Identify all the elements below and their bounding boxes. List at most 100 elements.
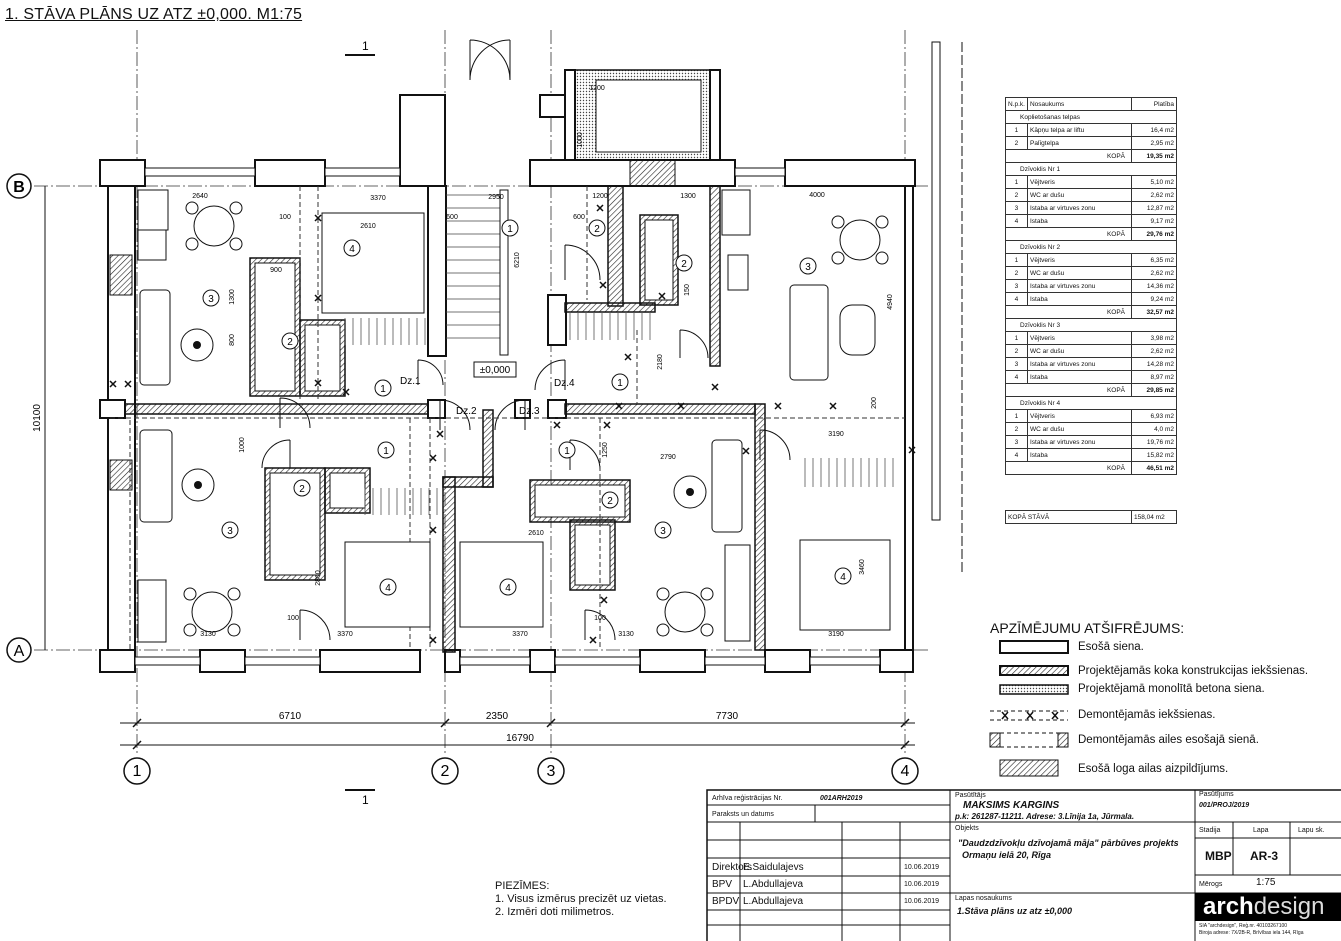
- legend-wood-wall: Projektējamās koka konstrukcijas iekšsie…: [1078, 665, 1309, 677]
- dimension-label: 2610: [360, 223, 376, 230]
- demolition-x-mark: [429, 526, 437, 534]
- room-number: 1: [507, 224, 513, 235]
- new-wood-wall: [607, 185, 624, 307]
- demolition-x-mark: [774, 402, 782, 410]
- dimension-label: 3370: [370, 195, 386, 202]
- table-cell: 1: [1005, 123, 1028, 137]
- dimension-label: 2180: [657, 354, 664, 370]
- door-swing: [564, 244, 601, 281]
- door-swing: [279, 397, 311, 429]
- table-cell: 2,62 m2: [1131, 266, 1177, 280]
- table-cell: 6,35 m2: [1131, 253, 1177, 267]
- kitchen-unit: [727, 254, 749, 291]
- staff-date: 10.06.2019: [904, 881, 940, 888]
- door-label-dz2: Dz.2: [456, 406, 477, 417]
- room-number: 2: [299, 484, 305, 495]
- existing-wall: [427, 399, 446, 419]
- dimension-tick: [440, 718, 450, 728]
- legend-x-mark: [1051, 711, 1059, 720]
- section-mark-top: 1: [362, 39, 369, 53]
- door-swing: [494, 399, 526, 431]
- window: [809, 656, 881, 666]
- demolition-x-mark: [314, 294, 322, 302]
- dimension-label: 1200: [592, 193, 608, 200]
- dimension-label: 100: [594, 615, 606, 622]
- dim-16790: 16790: [506, 733, 534, 744]
- door-swing: [759, 429, 791, 461]
- axis-label-1: 1: [133, 763, 142, 780]
- legend-symbol-existing-wall: [999, 640, 1069, 654]
- room-number: 1: [383, 446, 389, 457]
- dimension-label: 3370: [512, 631, 528, 638]
- table-cell: Vējtveris: [1026, 331, 1133, 345]
- signature-label: Paraksts un datums: [712, 811, 774, 818]
- dimension-label: 900: [270, 267, 282, 274]
- lamp: [193, 341, 201, 349]
- bathroom-interior: [304, 324, 341, 392]
- existing-wall: [709, 69, 721, 161]
- table-cell: WC ar dušu: [1026, 422, 1133, 436]
- table-cell: 16,4 m2: [1131, 123, 1177, 137]
- dimension-label: 1300: [229, 289, 236, 305]
- staff-name: L.Abdullajeva: [743, 896, 804, 907]
- drawing-title: 1. STĀVA PLĀNS UZ ATZ ±0,000. M1:75: [5, 6, 303, 23]
- axis-bubble: [537, 757, 565, 785]
- legend-symbol-concrete-wall: [999, 684, 1069, 695]
- object-line-1: "Daudzdzīvokļu dzīvojamā māja" pārbūves …: [958, 838, 1179, 848]
- demolition-x-mark: [624, 353, 632, 361]
- demolition-x-mark: [553, 421, 561, 429]
- sofa: [139, 289, 171, 386]
- dim-10100: 10100: [32, 404, 43, 432]
- table-cell: Vējtveris: [1026, 409, 1133, 423]
- dimension-label: 3130: [200, 631, 216, 638]
- dimension-tick: [900, 718, 910, 728]
- demolition-x-mark: [342, 388, 350, 396]
- dining-table: [664, 591, 706, 633]
- company-line-2: Biroja adrese: 7X/2B-R, Brīvības iela 14…: [1199, 930, 1304, 936]
- staff-role: BPDV: [712, 896, 740, 907]
- sofa: [789, 284, 829, 381]
- lamp: [194, 481, 202, 489]
- dimension-label: 3370: [337, 631, 353, 638]
- archive-number: 001ARH2019: [820, 795, 863, 802]
- room-number: 2: [287, 337, 293, 348]
- rug: [673, 475, 707, 509]
- table-cell: Istaba ar virtuves zonu: [1026, 201, 1133, 215]
- window-infill: [629, 159, 676, 187]
- room-number-circle: [675, 254, 693, 272]
- dimension-label: 2640: [192, 193, 208, 200]
- existing-wall: [199, 649, 246, 673]
- room-number-circle: [293, 479, 311, 497]
- window: [459, 656, 531, 666]
- room-number: 1: [564, 446, 570, 457]
- demolition-x-mark: [603, 421, 611, 429]
- table-cell: 2,95 m2: [1131, 136, 1177, 150]
- demolition-x-mark: [600, 596, 608, 604]
- door-swing: [417, 359, 444, 386]
- company-logo: archdesign: [1195, 893, 1341, 921]
- room-number: 3: [208, 294, 214, 305]
- dimension-label: 2610: [528, 530, 544, 537]
- room-number-circle: [374, 379, 392, 397]
- table-cell: 9,17 m2: [1131, 214, 1177, 228]
- table-cell: WC ar dušu: [1026, 344, 1133, 358]
- table-cell: Vējtveris: [1026, 175, 1133, 189]
- section-total-label: KOPĀ: [1005, 383, 1132, 397]
- logo-bold: arch: [1203, 893, 1254, 920]
- existing-wall: [99, 399, 126, 419]
- table-cell: 3: [1005, 357, 1028, 371]
- dining-table: [839, 219, 881, 261]
- table-cell: 6,93 m2: [1131, 409, 1177, 423]
- room-number-circle: [281, 332, 299, 350]
- elevator-car: [595, 79, 702, 153]
- staff-date: 10.06.2019: [904, 898, 940, 905]
- staff-name: L.Abdullajeva: [743, 879, 804, 890]
- table-header: Nosaukums: [1026, 97, 1133, 111]
